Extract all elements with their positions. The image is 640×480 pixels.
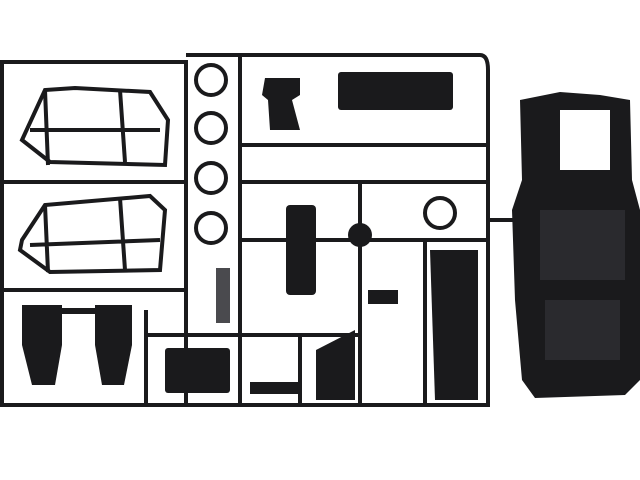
seat-parts xyxy=(22,305,132,385)
roll-cage-parts xyxy=(17,85,171,275)
wheel-parts xyxy=(194,63,230,323)
steering-wheel-part xyxy=(423,196,457,230)
misc-parts xyxy=(165,72,478,400)
chassis-part xyxy=(512,92,640,398)
